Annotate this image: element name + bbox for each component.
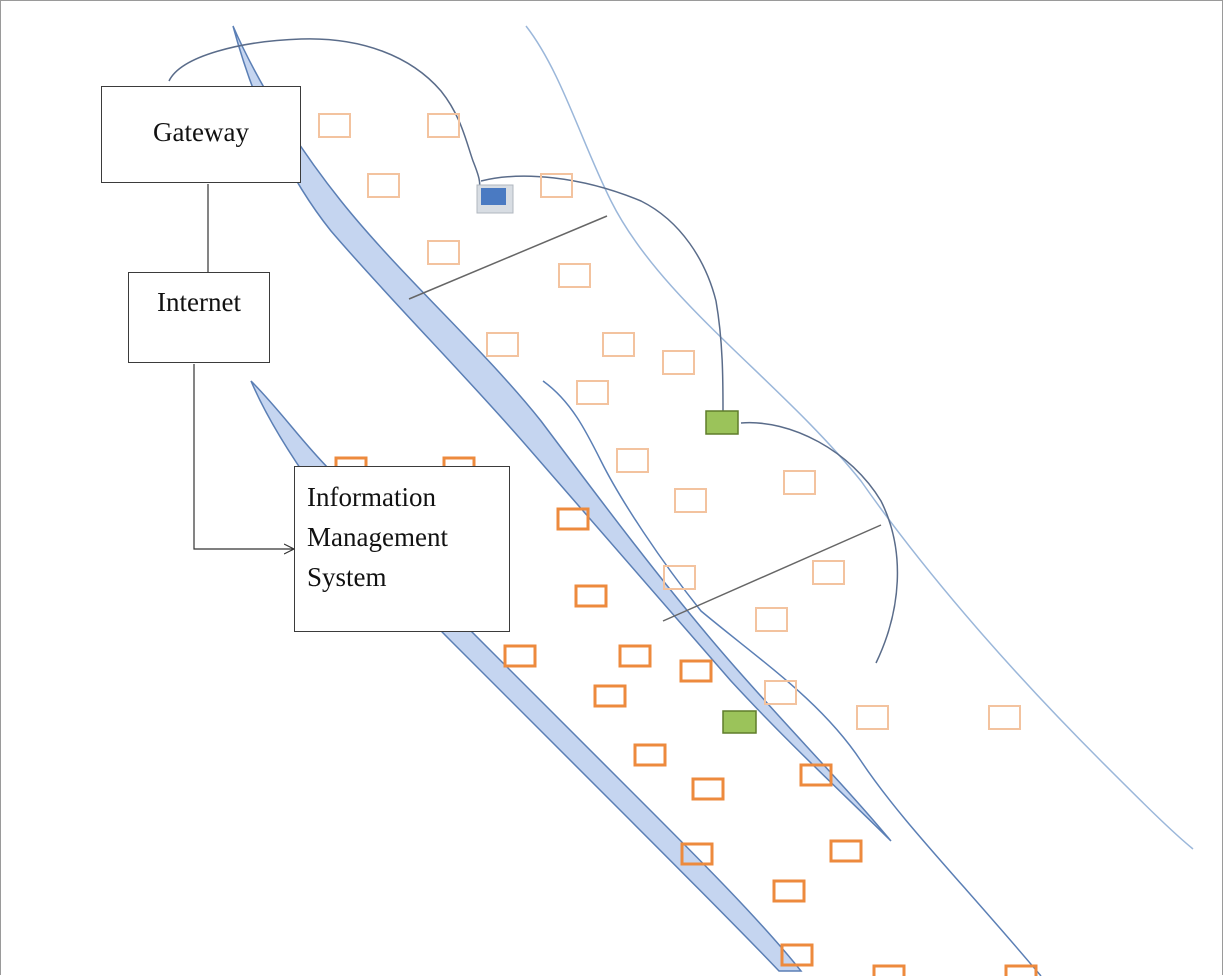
sensor-node bbox=[856, 705, 889, 730]
sensor-node bbox=[576, 380, 609, 405]
sensor-node bbox=[674, 488, 707, 513]
sensor-node bbox=[593, 684, 627, 708]
sensor-node bbox=[633, 743, 667, 767]
sensor-node bbox=[679, 659, 713, 683]
sensor-node bbox=[540, 173, 573, 198]
gateway-node-icon bbox=[476, 184, 514, 214]
sensor-node bbox=[616, 448, 649, 473]
sensor-node bbox=[618, 644, 652, 668]
sensor-group-light bbox=[318, 113, 1021, 730]
sensor-node bbox=[764, 680, 797, 705]
sensor-node bbox=[427, 113, 460, 138]
sensor-node bbox=[680, 842, 714, 866]
relay-node-icon bbox=[705, 410, 739, 435]
river-upper bbox=[232, 25, 892, 842]
sensor-node bbox=[427, 240, 460, 265]
sensor-node bbox=[691, 777, 725, 801]
sensor-node bbox=[503, 644, 537, 668]
sensor-node bbox=[663, 565, 696, 590]
sensor-node bbox=[780, 943, 814, 967]
sensor-node bbox=[812, 560, 845, 585]
sensor-node bbox=[558, 263, 591, 288]
relay-node-icon bbox=[722, 710, 757, 734]
sensor-node bbox=[602, 332, 635, 357]
sensor-node bbox=[662, 350, 695, 375]
sensor-node bbox=[556, 507, 590, 531]
cable-gateway-to-relay bbox=[480, 175, 724, 412]
field-boundary-inner bbox=[542, 380, 1042, 976]
sensor-node bbox=[988, 705, 1021, 730]
arrow-internet-to-ims bbox=[193, 364, 294, 549]
field-boundary-outer bbox=[525, 25, 1194, 850]
cable-top-arc bbox=[168, 38, 481, 192]
cable-relay-arc bbox=[740, 421, 899, 664]
sensor-node bbox=[1004, 964, 1038, 976]
sensor-node bbox=[367, 173, 400, 198]
internet-label: Internet bbox=[157, 287, 241, 317]
sensor-node bbox=[829, 839, 863, 863]
ims-label-line-1: Information bbox=[307, 482, 436, 512]
gateway-label: Gateway bbox=[153, 117, 249, 147]
ims-label-line-3: System bbox=[307, 562, 387, 592]
divider-line-upper bbox=[408, 215, 608, 300]
gateway-box: Gateway bbox=[101, 86, 301, 183]
sensor-node bbox=[574, 584, 608, 608]
sensor-node bbox=[318, 113, 351, 138]
sensor-node bbox=[772, 879, 806, 903]
sensor-node bbox=[799, 763, 833, 787]
divider-line-lower bbox=[662, 524, 882, 622]
sensor-node bbox=[486, 332, 519, 357]
information-management-system-box: Information Management System bbox=[294, 466, 510, 632]
sensor-node bbox=[872, 964, 906, 976]
internet-box: Internet bbox=[128, 272, 270, 363]
sensor-node bbox=[755, 607, 788, 632]
ims-label-line-2: Management bbox=[307, 522, 448, 552]
sensor-node bbox=[783, 470, 816, 495]
